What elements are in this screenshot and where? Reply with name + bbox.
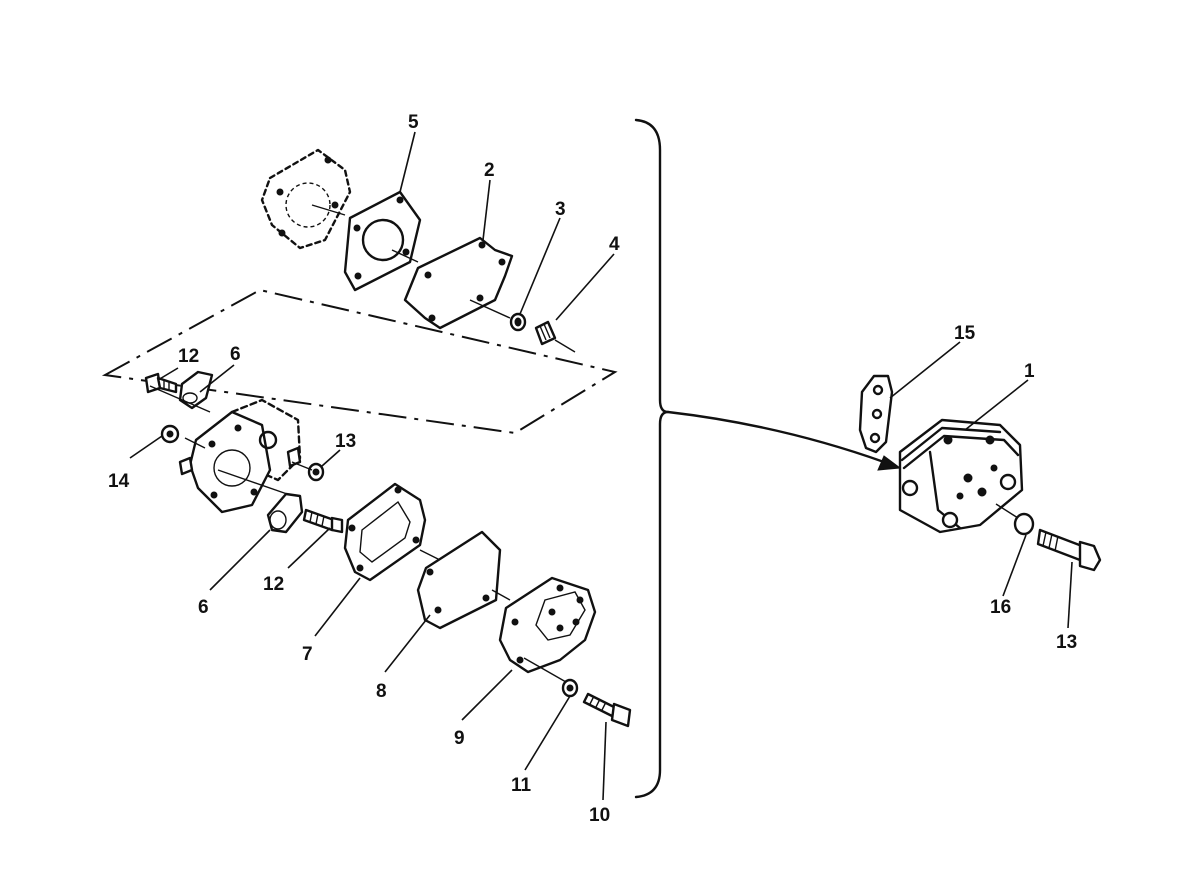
washer-13-right [307, 462, 325, 482]
valve-6-lower [266, 492, 304, 534]
washer-11 [561, 678, 579, 698]
washer-3 [509, 312, 527, 332]
screw-12-upper [144, 372, 178, 394]
screw-10 [582, 692, 632, 728]
diaphragm-8 [416, 530, 502, 630]
cover-9 [498, 576, 597, 674]
callout-1: 1 [1024, 361, 1035, 382]
callout-3: 3 [555, 199, 566, 220]
screw-12-lower [302, 508, 344, 534]
assembly-boundary [101, 288, 618, 435]
pump-body [178, 398, 302, 514]
callout-7: 7 [302, 644, 313, 665]
washer-16 [1013, 512, 1035, 536]
callout-13-right: 13 [335, 431, 356, 452]
callout-2: 2 [484, 160, 495, 181]
gasket-5 [343, 190, 422, 292]
callout-16: 16 [990, 597, 1011, 618]
bracket-14 [858, 374, 894, 454]
callout-6-lower: 6 [198, 597, 209, 618]
callout-labels: 5 2 3 4 12 6 13 14 6 12 7 8 9 11 10 15 1… [108, 112, 1077, 826]
washer-13-left [160, 424, 180, 444]
diaphragm-2 [403, 236, 514, 330]
cover-phantom [260, 148, 352, 250]
valve-6-upper [178, 370, 214, 410]
callout-9: 9 [454, 728, 465, 749]
bolt-15 [1036, 528, 1102, 572]
callout-5: 5 [408, 112, 419, 133]
callout-11: 11 [511, 775, 532, 796]
gasket-7 [343, 482, 427, 582]
leader-lines [129, 131, 1073, 801]
callout-15: 13 [1056, 632, 1077, 653]
fuel-pump-1-assembled [898, 418, 1024, 534]
callout-12-lower: 12 [263, 574, 284, 595]
screw-4 [534, 320, 557, 346]
callout-10: 10 [589, 805, 610, 826]
callout-6-upper: 6 [230, 344, 241, 365]
callout-12-upper: 12 [178, 346, 199, 367]
callout-13-left: 14 [108, 471, 130, 492]
callout-8: 8 [376, 681, 387, 702]
group-brace [634, 118, 670, 799]
callout-14: 15 [954, 323, 976, 344]
assembly-arrow [666, 410, 886, 464]
callout-4: 4 [609, 234, 620, 255]
